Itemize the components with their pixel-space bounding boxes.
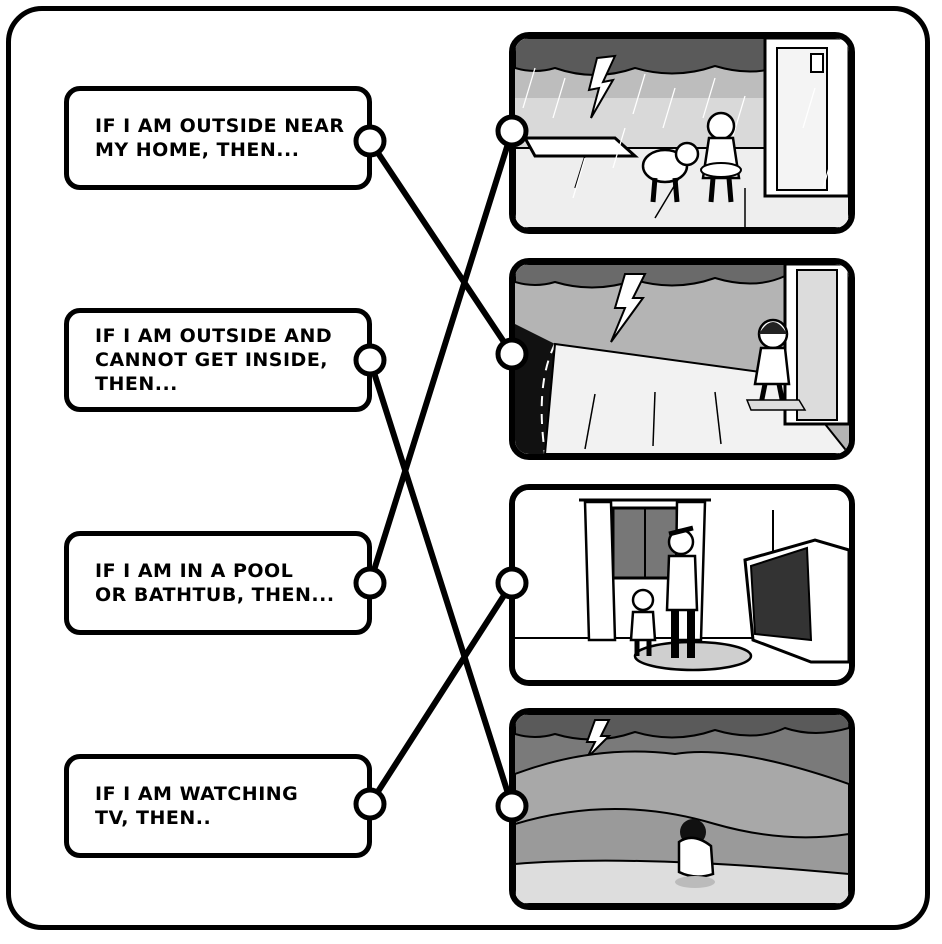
scene-connector-ring[interactable] bbox=[498, 117, 526, 145]
condition-connector-ring[interactable] bbox=[356, 127, 384, 155]
scene-connector-ring[interactable] bbox=[498, 569, 526, 597]
connection-line bbox=[370, 360, 512, 806]
condition-connector-ring[interactable] bbox=[356, 569, 384, 597]
condition-connector-ring[interactable] bbox=[356, 346, 384, 374]
connection-line bbox=[370, 131, 512, 583]
connection-line bbox=[370, 141, 512, 354]
scene-connector-ring[interactable] bbox=[498, 340, 526, 368]
connection-line bbox=[370, 583, 512, 804]
scene-connector-ring[interactable] bbox=[498, 792, 526, 820]
condition-connector-ring[interactable] bbox=[356, 790, 384, 818]
